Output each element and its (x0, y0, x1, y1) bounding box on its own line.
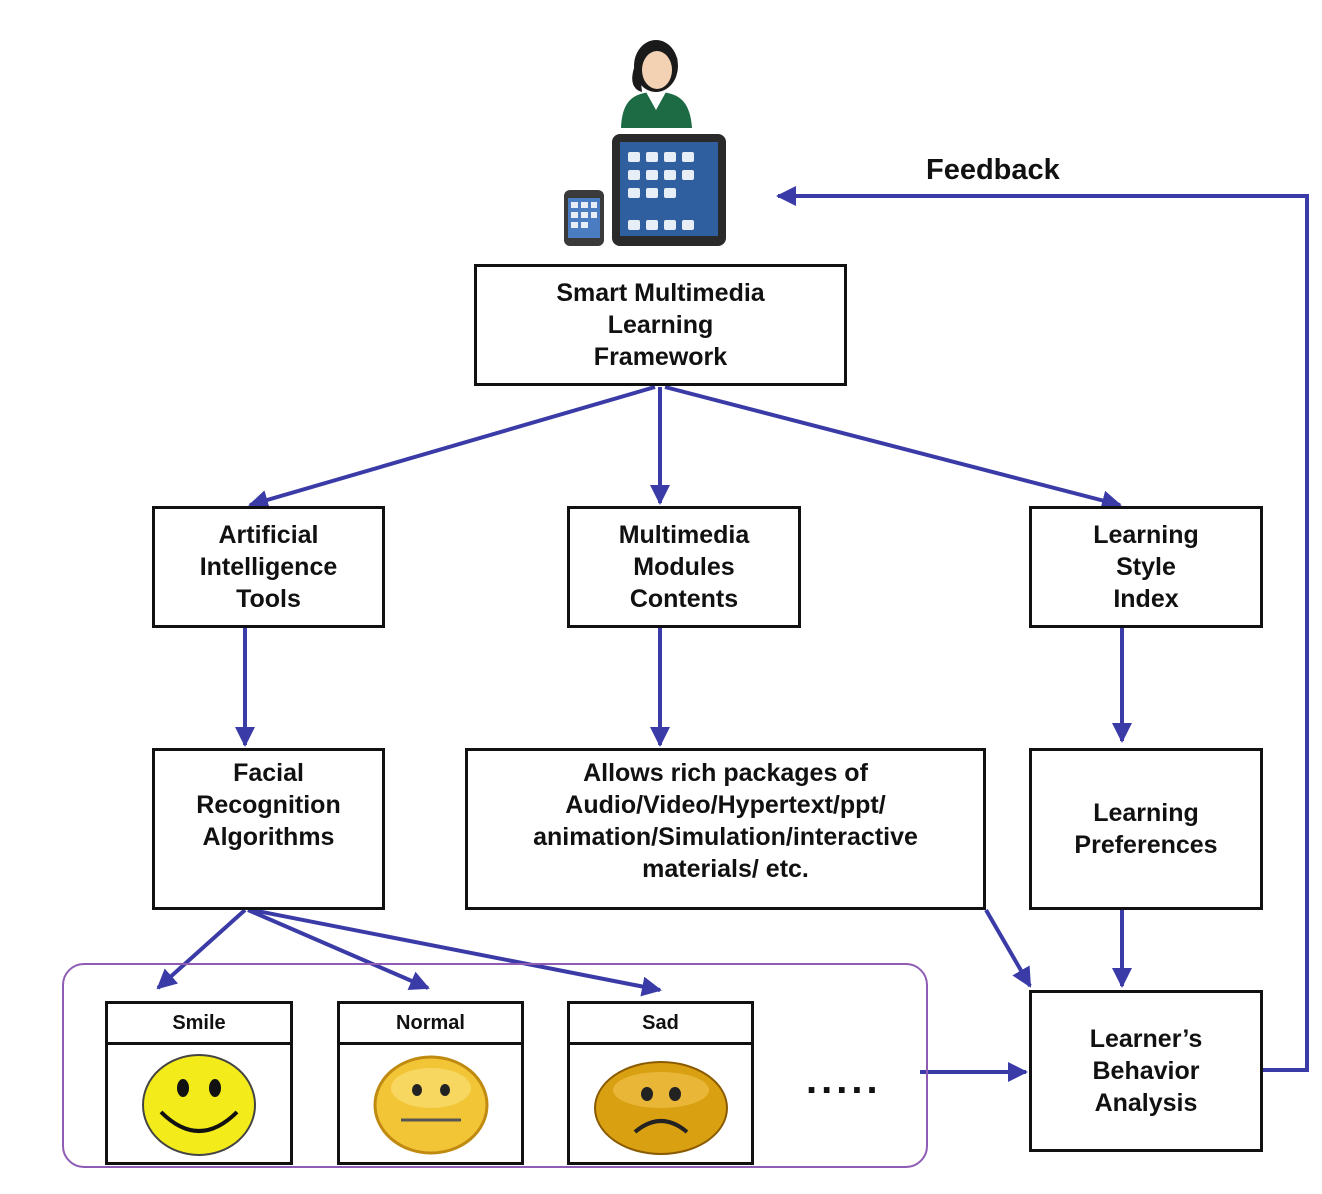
smartphone-icon (564, 190, 604, 246)
facial-box: Facial Recognition Algorithms (152, 748, 385, 910)
behavior-label: Learner’s Behavior Analysis (1089, 1025, 1203, 1117)
sad-face-icon (593, 1061, 728, 1155)
framework-box: Smart Multimedia Learning Framework (474, 264, 847, 386)
more-emotions-ellipsis: ..... (806, 1058, 882, 1102)
behavior-box: Learner’s Behavior Analysis (1029, 990, 1263, 1152)
user-icon (621, 40, 692, 128)
multimedia-label: Multimedia Modules Contents (618, 521, 750, 613)
arrow-facial-to-normal (247, 908, 430, 991)
ai-tools-label: Artificial Intelligence Tools (199, 521, 338, 613)
emotion-label: Normal (340, 1004, 521, 1045)
feedback-label: Feedback (926, 154, 1060, 186)
preferences-box: Learning Preferences (1029, 748, 1263, 910)
emotion-card-normal: Normal (337, 1001, 524, 1165)
multimedia-box: Multimedia Modules Contents (567, 506, 801, 628)
packages-box: Allows rich packages of Audio/Video/Hype… (465, 748, 986, 910)
emotion-card-smile: Smile (105, 1001, 293, 1165)
arrow-facial-to-sad (251, 908, 662, 997)
smile-face-icon (142, 1054, 256, 1156)
emotion-label: Sad (570, 1004, 751, 1045)
arrow-framework-to-ai (248, 385, 656, 510)
preferences-label: Learning Preferences (1074, 799, 1218, 859)
learning-style-label: Learning Style Index (1093, 521, 1199, 613)
tablet-icon (612, 134, 726, 246)
framework-label: Smart Multimedia Learning Framework (556, 279, 765, 371)
ai-tools-box: Artificial Intelligence Tools (152, 506, 385, 628)
facial-label: Facial Recognition Algorithms (196, 759, 341, 851)
emotion-label: Smile (108, 1004, 290, 1045)
learner-devices-illustration (564, 40, 726, 246)
emotion-card-sad: Sad (567, 1001, 754, 1165)
learning-style-box: Learning Style Index (1029, 506, 1263, 628)
arrow-packages-to-behavior (984, 908, 1032, 988)
neutral-face-icon (373, 1055, 488, 1155)
emotion-group (62, 963, 928, 1168)
arrow-framework-to-style (664, 385, 1122, 511)
arrow-facial-to-smile (156, 908, 247, 990)
packages-label: Allows rich packages of Audio/Video/Hype… (533, 759, 918, 883)
feedback-arrow (776, 186, 1309, 1072)
